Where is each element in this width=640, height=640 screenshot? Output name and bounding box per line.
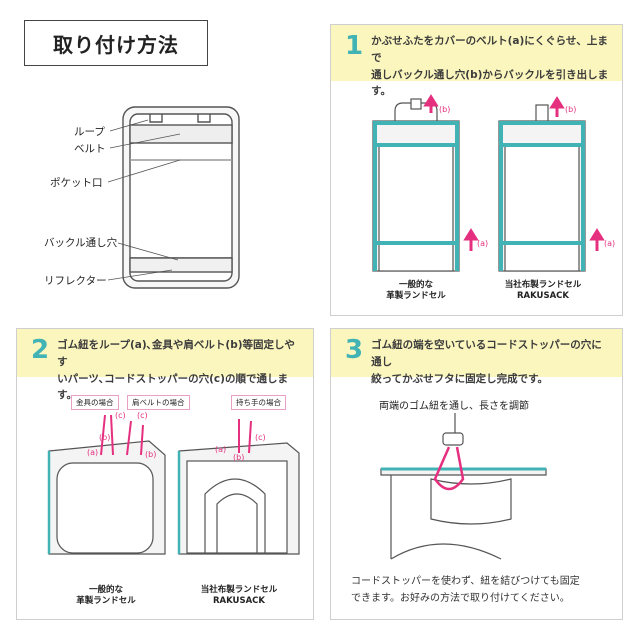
step-2-tag-handle: 持ち手の場合 <box>231 395 286 410</box>
step-3-panel: 3 ゴム紐の端を空いているコードストッパーの穴に通し 絞ってかぶせフタに固定し完… <box>330 328 623 620</box>
step-2-mark-c-1: (c) <box>115 411 126 420</box>
step-1-mark-b-right: (b) <box>565 105 577 114</box>
step-1-illustration <box>372 94 605 272</box>
step-2-text: ゴム紐をループ(a)､金具や肩ベルト(b)等固定しやす いパーツ､コードストッパ… <box>57 339 295 402</box>
step-3-note: コードストッパーを使わず、紐を結びつけても固定 できます。お好みの方法で取り付け… <box>351 576 580 604</box>
step-2-tag-shoulder-belt: 肩ベルトの場合 <box>127 395 190 410</box>
step-1-text: かぶせふたをカバーのベルト(a)にくぐらせ、上まで 通しバックル通し穴(b)から… <box>371 35 609 98</box>
step-2-mark-a-1: (a) <box>87 448 99 457</box>
label-pocket-opening: ポケット口 <box>50 177 103 189</box>
label-loop: ループ <box>74 126 105 138</box>
step-2-caption-leather: 一般的な 革製ランドセル <box>76 585 136 607</box>
step-3-callout: 両端のゴム紐を通し、長さを調節 <box>379 401 529 412</box>
label-belt: ベルト <box>74 143 106 155</box>
step-3-header: 3 ゴム紐の端を空いているコードストッパーの穴に通し 絞ってかぶせフタに固定し完… <box>331 329 622 385</box>
step-1-header: 1 かぶせふたをカバーのベルト(a)にくぐらせ、上まで 通しバックル通し穴(b)… <box>331 25 622 97</box>
step-2-mark-b-3: (b) <box>233 453 245 462</box>
page-title: 取り付け方法 <box>24 20 208 66</box>
step-3-illustration <box>380 413 547 560</box>
step-1-mark-a-left: (a) <box>477 239 489 248</box>
step-3-text: ゴム紐の端を空いているコードストッパーの穴に通し 絞ってかぶせフタに固定し完成で… <box>371 339 602 385</box>
step-2-tag-metal: 金具の場合 <box>71 395 119 410</box>
step-1-mark-a-right: (a) <box>604 239 616 248</box>
step-2-caption-rakusack: 当社布製ランドセル RAKUSACK <box>200 585 278 607</box>
step-1-number: 1 <box>345 31 364 61</box>
step-1-caption-leather: 一般的な 革製ランドセル <box>386 280 446 302</box>
label-buckle-hole: バックル通し穴 <box>44 237 118 249</box>
step-1-caption-rakusack: 当社布製ランドセル RAKUSACK <box>504 280 582 302</box>
step-3-number: 3 <box>345 335 364 365</box>
step-2-mark-c-3: (c) <box>255 433 266 442</box>
step-2-mark-c-2: (c) <box>137 411 148 420</box>
step-1-panel: 1 かぶせふたをカバーのベルト(a)にくぐらせ、上まで 通しバックル通し穴(b)… <box>330 24 623 316</box>
step-2-number: 2 <box>31 335 50 365</box>
step-2-mark-a-2: (a) <box>215 445 227 454</box>
label-reflector: リフレクター <box>44 275 107 287</box>
step-1-mark-b-left: (b) <box>439 105 451 114</box>
step-2-mark-b-1: (b) <box>99 433 111 442</box>
step-2-header: 2 ゴム紐をループ(a)､金具や肩ベルト(b)等固定しやす いパーツ､コードスト… <box>17 329 313 401</box>
step-2-panel: 2 ゴム紐をループ(a)､金具や肩ベルト(b)等固定しやす いパーツ､コードスト… <box>16 328 314 620</box>
step-2-mark-b-2: (b) <box>145 450 157 459</box>
step-2-illustration <box>47 414 300 555</box>
